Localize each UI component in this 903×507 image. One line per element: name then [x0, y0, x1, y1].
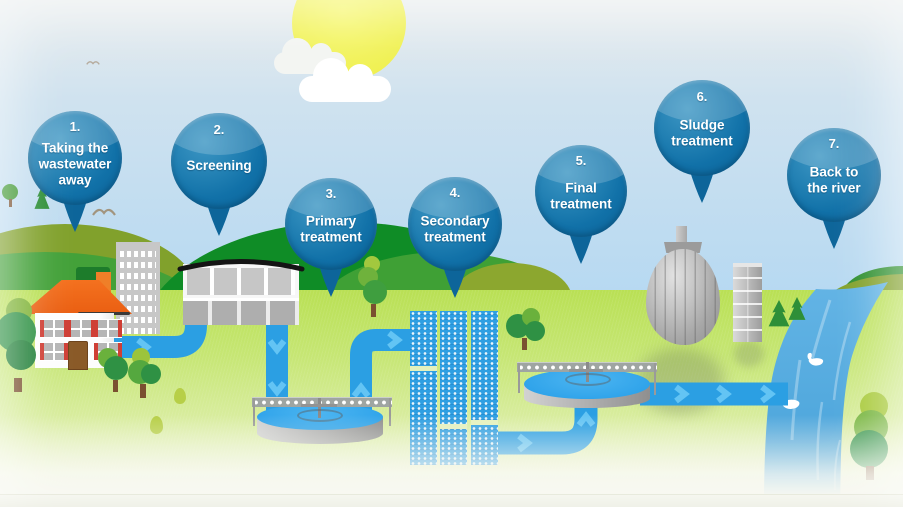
step-number: 1.: [69, 119, 81, 135]
railing-post: [389, 398, 391, 426]
step-label: Secondary treatment: [420, 213, 490, 245]
step-number: 2.: [213, 121, 225, 137]
screening-building: [177, 252, 305, 325]
shadow: [734, 341, 764, 367]
bird-icon: [86, 61, 100, 65]
tree: [128, 348, 162, 400]
step-label: Primary treatment: [300, 213, 362, 245]
window: [40, 343, 68, 360]
step-number: 4.: [449, 185, 461, 201]
balloon-pointer: [62, 197, 88, 232]
tree: [0, 296, 40, 396]
window: [67, 320, 95, 337]
balloon-pointer: [442, 263, 468, 298]
railing-post: [518, 363, 520, 393]
step-label: Back to the river: [807, 164, 861, 196]
scraper-arm: [569, 369, 603, 372]
step-label: Taking the wastewater away: [38, 140, 112, 188]
scraper-arm: [301, 404, 337, 407]
house: [20, 268, 132, 370]
cloud: [299, 58, 391, 102]
tree: [356, 256, 388, 320]
window: [40, 320, 68, 337]
step-label: Screening: [186, 157, 252, 173]
tree: [98, 342, 128, 396]
mist: [0, 415, 903, 497]
building-windows: [120, 246, 156, 334]
aeration-tank-gap: [410, 366, 437, 371]
scraper-pole: [586, 362, 589, 382]
bird-icon: [92, 208, 116, 216]
tree: [506, 306, 546, 352]
brick-tower: [733, 263, 762, 342]
step-number: 5.: [575, 153, 587, 169]
railing-post: [253, 398, 255, 426]
curved-roof: [177, 259, 305, 272]
digester-cap: [664, 242, 702, 253]
balloon-pointer: [821, 214, 847, 249]
step-label: Final treatment: [550, 180, 612, 212]
step-label: Sludge treatment: [671, 117, 733, 149]
balloon-pointer: [689, 168, 715, 203]
pipe-house-to-screening: [96, 308, 207, 358]
railing-post: [654, 363, 656, 395]
screening-panels: [183, 298, 299, 325]
swan-icon: [807, 352, 824, 366]
bottom-strip: [0, 494, 903, 507]
screening-windows: [187, 268, 295, 295]
bush: [174, 388, 186, 404]
bush: [2, 184, 20, 208]
door: [68, 341, 88, 370]
window: [94, 320, 122, 337]
digester-chimney: [676, 226, 687, 244]
cloud: [274, 38, 346, 74]
scraper-pole: [318, 398, 321, 418]
house-wall: [35, 313, 122, 370]
balloon-pointer: [318, 262, 344, 297]
sludge-digester: [646, 249, 720, 345]
step-number: 3.: [325, 186, 337, 202]
balloon-pointer: [206, 201, 232, 236]
pipe-primary-to-aeration: [350, 329, 416, 412]
railing: [252, 397, 392, 407]
step-number: 7.: [828, 136, 840, 152]
apartment-building: [116, 242, 160, 334]
balloon-pointer: [568, 229, 594, 264]
scraper-ring: [565, 373, 611, 386]
step-number: 6.: [696, 88, 708, 104]
